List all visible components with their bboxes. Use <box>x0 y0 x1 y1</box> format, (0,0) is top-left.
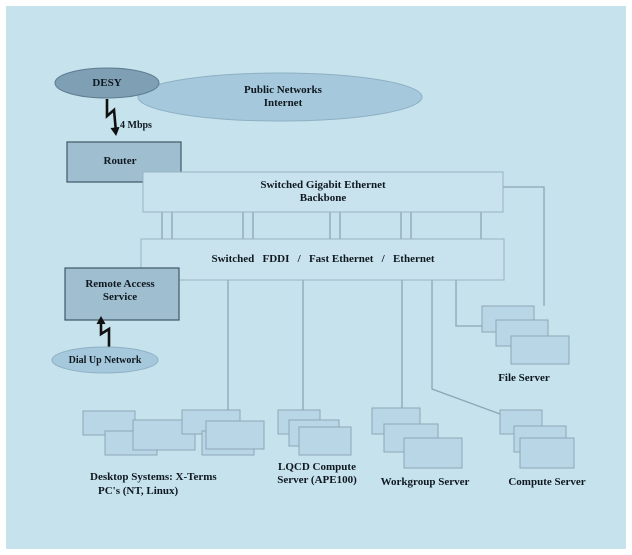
lqcd-server-line1: LQCD Compute <box>278 461 356 473</box>
file-server-label: File Server <box>498 372 550 384</box>
connections <box>141 186 545 415</box>
gigabit-backbone-line1: Switched Gigabit Ethernet <box>260 179 386 191</box>
diagram-canvas: DESY Public Networks Internet 4 Mbps Rou… <box>6 6 626 549</box>
fddi-backbone-box <box>140 238 505 281</box>
file-server-stack <box>481 305 570 365</box>
lqcd-server-stack <box>277 409 352 456</box>
server-unit <box>519 437 575 469</box>
lqcd-server-label: LQCD Compute Server (APE100) <box>277 461 357 487</box>
gigabit-backbone-line2: Backbone <box>299 192 347 204</box>
desktop-systems-stack <box>82 409 265 456</box>
dial-up-ellipse <box>51 346 159 374</box>
desy-label: DESY <box>92 77 122 89</box>
arrowhead-icon <box>96 315 106 325</box>
link-speed-label: 4 Mbps <box>120 120 152 131</box>
desy-ellipse <box>54 67 160 99</box>
server-unit <box>298 426 352 456</box>
server-unit <box>510 335 570 365</box>
diagram-graphics <box>51 67 575 469</box>
server-unit <box>403 437 463 469</box>
remote-access-label: Remote Access Service <box>85 278 154 304</box>
workgroup-server-label: Workgroup Server <box>380 476 470 488</box>
desktop-systems-line1: Desktop Systems: X-Terms <box>90 471 217 483</box>
compute-server-label: Compute Server <box>508 476 586 488</box>
link-gigabit-fileserver <box>503 186 545 306</box>
public-networks-ellipse <box>137 72 423 122</box>
compute-server-stack <box>499 409 575 469</box>
remote-access-box <box>64 267 180 321</box>
lqcd-server-line2: Server (APE100) <box>277 474 357 486</box>
workgroup-server-stack <box>371 407 463 469</box>
gigabit-backbone-box <box>142 171 504 213</box>
dial-up-label: Dial Up Network <box>68 355 142 366</box>
arrowhead-icon <box>110 126 120 137</box>
link-compute <box>431 280 501 415</box>
lightning-bolt-icon <box>99 320 111 348</box>
public-networks-line1: Public Networks <box>244 84 322 96</box>
link-fddi-fileserver <box>455 280 482 327</box>
desktop-systems-label: Desktop Systems: X-Terms PC's (NT, Linux… <box>90 470 217 498</box>
desktop-unit <box>205 420 265 450</box>
desktop-systems-line2: PC's (NT, Linux) <box>98 485 179 497</box>
remote-access-line2: Service <box>102 291 138 303</box>
router-box <box>66 141 182 183</box>
remote-access-line1: Remote Access <box>85 278 155 290</box>
gigabit-backbone-label: Switched Gigabit Ethernet Backbone <box>260 179 385 205</box>
public-networks-line2: Internet <box>263 97 303 109</box>
public-networks-label: Public Networks Internet <box>244 84 322 110</box>
lightning-bolt-icon <box>105 99 118 133</box>
router-label: Router <box>103 155 137 167</box>
fddi-backbone-label: Switched FDDI / Fast Ethernet / Ethernet <box>211 253 435 265</box>
